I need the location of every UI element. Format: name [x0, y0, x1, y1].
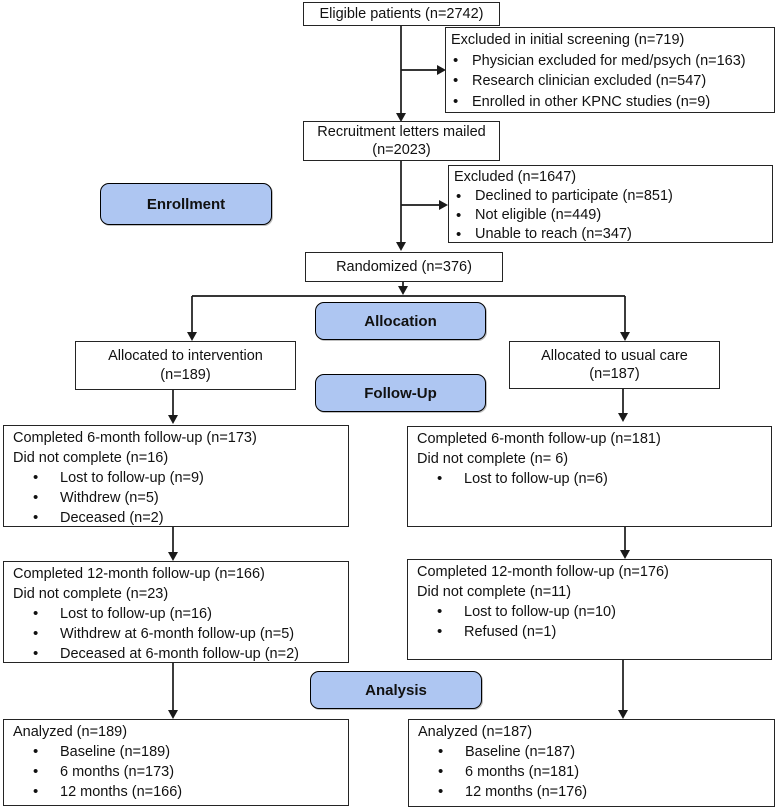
arrow-randomized-to-branch [398, 282, 408, 295]
followup12-intervention-list: Lost to follow-up (n=16) Withdrew at 6-m… [4, 604, 344, 664]
arrow-12mo-to-analyzed-right [618, 660, 628, 719]
followup12-intervention-title1: Completed 12-month follow-up (n=166) [13, 566, 265, 582]
list-item: Lost to follow-up (n=10) [408, 602, 767, 622]
stage-label-text: Enrollment [146, 195, 226, 213]
followup6-usual-care-box: Completed 6-month follow-up (n=181) Did … [407, 426, 772, 527]
list-item: Baseline (n=189) [4, 742, 344, 762]
arrow-12mo-to-analyzed-left [168, 663, 178, 719]
analyzed-usual-care-title: Analyzed (n=187) [418, 724, 533, 740]
list-item: 6 months (n=181) [409, 762, 770, 782]
arrow-6mo-to-12mo-right [620, 527, 630, 559]
list-item: 12 months (n=166) [4, 782, 344, 802]
allocated-usual-care-box: Allocated to usual care (n=187) [509, 341, 720, 389]
recruitment-line2: (n=2023) [372, 142, 431, 158]
stage-label-enrollment: Enrollment [100, 183, 272, 225]
excluded-recruitment-box: Excluded (n=1647) Declined to participat… [448, 165, 773, 244]
list-item: Physician excluded for med/psych (n=163) [446, 51, 770, 72]
excluded-screening-title: Excluded in initial screening (n=719) [451, 32, 685, 48]
arrow-to-excluded-recruitment [401, 200, 448, 210]
arrow-branch-to-usual-care [620, 296, 630, 341]
allocated-usual-care-line2: (n=187) [589, 366, 640, 382]
allocated-intervention-line2: (n=189) [160, 366, 211, 383]
recruitment-line1: Recruitment letters mailed [317, 123, 486, 140]
stage-label-follow-up: Follow-Up [315, 374, 486, 412]
followup12-intervention-box: Completed 12-month follow-up (n=166) Did… [3, 561, 349, 664]
randomized-text: Randomized (n=376) [336, 258, 472, 275]
list-item: 12 months (n=176) [409, 782, 770, 802]
analyzed-usual-care-list: Baseline (n=187) 6 months (n=181) 12 mon… [409, 742, 770, 802]
list-item: Refused (n=1) [408, 622, 767, 642]
analyzed-intervention-list: Baseline (n=189) 6 months (n=173) 12 mon… [4, 742, 344, 802]
arrow-branch-to-intervention [187, 296, 197, 341]
arrow-6mo-to-12mo-left [168, 527, 178, 561]
followup6-intervention-box: Completed 6-month follow-up (n=173) Did … [3, 425, 349, 528]
arrow-usual-to-6mo [618, 389, 628, 422]
list-item: Baseline (n=187) [409, 742, 770, 762]
list-item: Lost to follow-up (n=6) [408, 469, 767, 489]
followup6-usual-care-list: Lost to follow-up (n=6) [408, 469, 767, 489]
arrow-to-excluded-screening [401, 65, 446, 75]
stage-label-text: Analysis [365, 681, 427, 699]
stage-label-text: Allocation [364, 312, 437, 330]
list-item: Research clinician excluded (n=547) [446, 71, 770, 92]
excluded-recruitment-title: Excluded (n=1647) [454, 169, 577, 185]
list-item: Deceased at 6-month follow-up (n=2) [4, 644, 344, 664]
list-item: Withdrew at 6-month follow-up (n=5) [4, 624, 344, 644]
followup6-intervention-title1: Completed 6-month follow-up (n=173) [13, 430, 257, 446]
stage-label-text: Follow-Up [364, 384, 437, 402]
excluded-screening-list: Physician excluded for med/psych (n=163)… [446, 51, 770, 113]
followup6-intervention-title2: Did not complete (n=16) [13, 450, 169, 466]
allocated-intervention-box: Allocated to intervention (n=189) [75, 341, 296, 390]
analyzed-intervention-box: Analyzed (n=189) Baseline (n=189) 6 mont… [3, 719, 349, 806]
followup12-usual-care-box: Completed 12-month follow-up (n=176) Did… [407, 559, 772, 660]
followup6-intervention-list: Lost to follow-up (n=9) Withdrew (n=5) D… [4, 468, 344, 528]
analyzed-intervention-title: Analyzed (n=189) [13, 724, 128, 740]
followup12-usual-care-title2: Did not complete (n=11) [417, 584, 572, 600]
list-item: Lost to follow-up (n=16) [4, 604, 344, 624]
eligible-patients-box: Eligible patients (n=2742) [303, 2, 500, 26]
analyzed-usual-care-box: Analyzed (n=187) Baseline (n=187) 6 mont… [408, 719, 775, 807]
arrow-recruitment-to-randomized [396, 161, 406, 251]
list-item: Not eligible (n=449) [449, 206, 768, 225]
excluded-screening-box: Excluded in initial screening (n=719) Ph… [445, 27, 775, 113]
followup12-usual-care-list: Lost to follow-up (n=10) Refused (n=1) [408, 602, 767, 642]
list-item: Enrolled in other KPNC studies (n=9) [446, 92, 770, 113]
allocated-usual-care-line1: Allocated to usual care [541, 347, 688, 364]
stage-label-allocation: Allocation [315, 302, 486, 340]
eligible-patients-text: Eligible patients (n=2742) [319, 5, 484, 22]
list-item: Unable to reach (n=347) [449, 225, 768, 244]
list-item: 6 months (n=173) [4, 762, 344, 782]
excluded-recruitment-list: Declined to participate (n=851) Not elig… [449, 187, 768, 244]
randomized-box: Randomized (n=376) [305, 252, 503, 282]
list-item: Declined to participate (n=851) [449, 187, 768, 206]
arrow-intervention-to-6mo [168, 390, 178, 424]
list-item: Deceased (n=2) [4, 508, 344, 528]
allocated-intervention-line1: Allocated to intervention [108, 348, 263, 365]
list-item: Withdrew (n=5) [4, 488, 344, 508]
followup6-usual-care-title2: Did not complete (n= 6) [417, 451, 569, 467]
followup12-usual-care-title1: Completed 12-month follow-up (n=176) [417, 564, 669, 580]
followup12-intervention-title2: Did not complete (n=23) [13, 586, 169, 602]
recruitment-letters-box: Recruitment letters mailed (n=2023) [303, 121, 500, 161]
list-item: Lost to follow-up (n=9) [4, 468, 344, 488]
arrow-eligible-to-recruitment [396, 26, 406, 122]
stage-label-analysis: Analysis [310, 671, 482, 709]
followup6-usual-care-title1: Completed 6-month follow-up (n=181) [417, 431, 661, 447]
